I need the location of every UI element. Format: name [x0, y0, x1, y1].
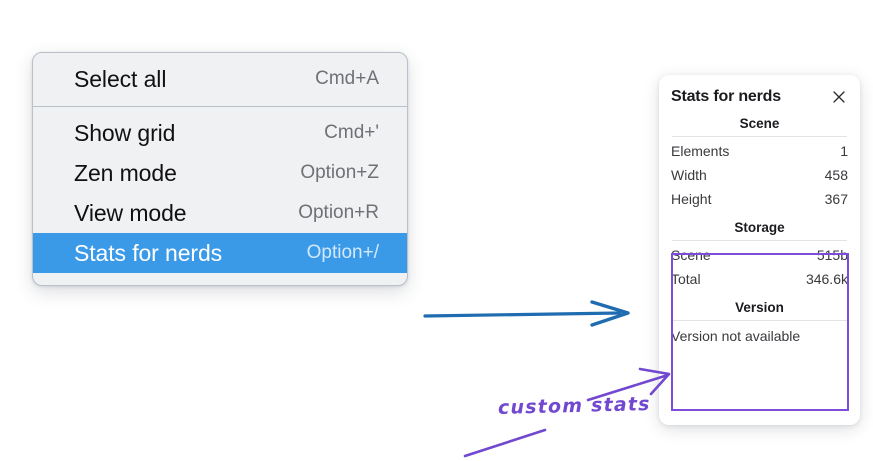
table-row: Height 367 — [671, 187, 848, 211]
stats-for-nerds-panel[interactable]: Stats for nerds Scene Elements 1 Width 4… — [659, 75, 860, 425]
table-row: Scene 515b — [671, 243, 848, 267]
stat-value: 458 — [824, 167, 848, 183]
menu-separator — [33, 106, 407, 107]
menu-group-1: Select all Cmd+A — [33, 53, 407, 106]
menu-group-2: Show grid Cmd+' Zen mode Option+Z View m… — [33, 107, 407, 285]
menu-item-label: Stats for nerds — [74, 239, 223, 266]
menu-item-label: Show grid — [74, 119, 176, 146]
panel-header: Stats for nerds — [671, 75, 848, 107]
purple-underline-stroke-icon — [463, 428, 547, 458]
menu-item-shortcut: Cmd+' — [324, 122, 379, 143]
close-icon[interactable] — [830, 88, 848, 106]
stat-value: 515b — [816, 247, 848, 263]
section-heading-version: Version — [735, 300, 784, 315]
menu-item-label: View mode — [74, 199, 187, 226]
stat-key: Total — [671, 271, 701, 287]
section-heading-storage: Storage — [734, 220, 785, 235]
context-menu[interactable]: Select all Cmd+A Show grid Cmd+' Zen mod… — [32, 52, 408, 286]
stat-value: 367 — [824, 191, 848, 207]
menu-item-shortcut: Cmd+A — [315, 68, 379, 89]
menu-item-view-mode[interactable]: View mode Option+R — [33, 193, 407, 233]
stat-key: Width — [671, 167, 707, 183]
menu-item-shortcut: Option+Z — [300, 162, 379, 183]
stat-key: Elements — [671, 143, 730, 159]
menu-item-shortcut: Option+R — [298, 202, 379, 223]
menu-item-label: Zen mode — [74, 159, 177, 186]
menu-item-zen-mode[interactable]: Zen mode Option+Z — [33, 153, 407, 193]
section-heading-scene: Scene — [739, 116, 780, 131]
blue-arrow-icon — [423, 300, 630, 327]
section-divider — [672, 240, 847, 241]
version-value: Version not available — [671, 328, 801, 344]
panel-title: Stats for nerds — [671, 88, 781, 105]
menu-item-shortcut: Option+/ — [306, 242, 379, 263]
menu-item-select-all[interactable]: Select all Cmd+A — [33, 59, 407, 99]
stat-value: 1 — [840, 143, 848, 159]
table-row: Width 458 — [671, 163, 848, 187]
menu-item-show-grid[interactable]: Show grid Cmd+' — [33, 113, 407, 153]
stat-key: Scene — [671, 247, 711, 263]
table-row: Total 346.6k — [671, 267, 848, 291]
stat-key: Height — [671, 191, 712, 207]
section-divider — [672, 136, 847, 137]
table-row: Elements 1 — [671, 139, 848, 163]
stat-value: 346.6k — [805, 271, 848, 287]
menu-item-stats-for-nerds[interactable]: Stats for nerds Option+/ — [33, 233, 407, 273]
annotation-label-custom-stats: custom stats — [497, 393, 651, 419]
section-divider — [672, 320, 847, 321]
menu-item-label: Select all — [74, 65, 167, 92]
